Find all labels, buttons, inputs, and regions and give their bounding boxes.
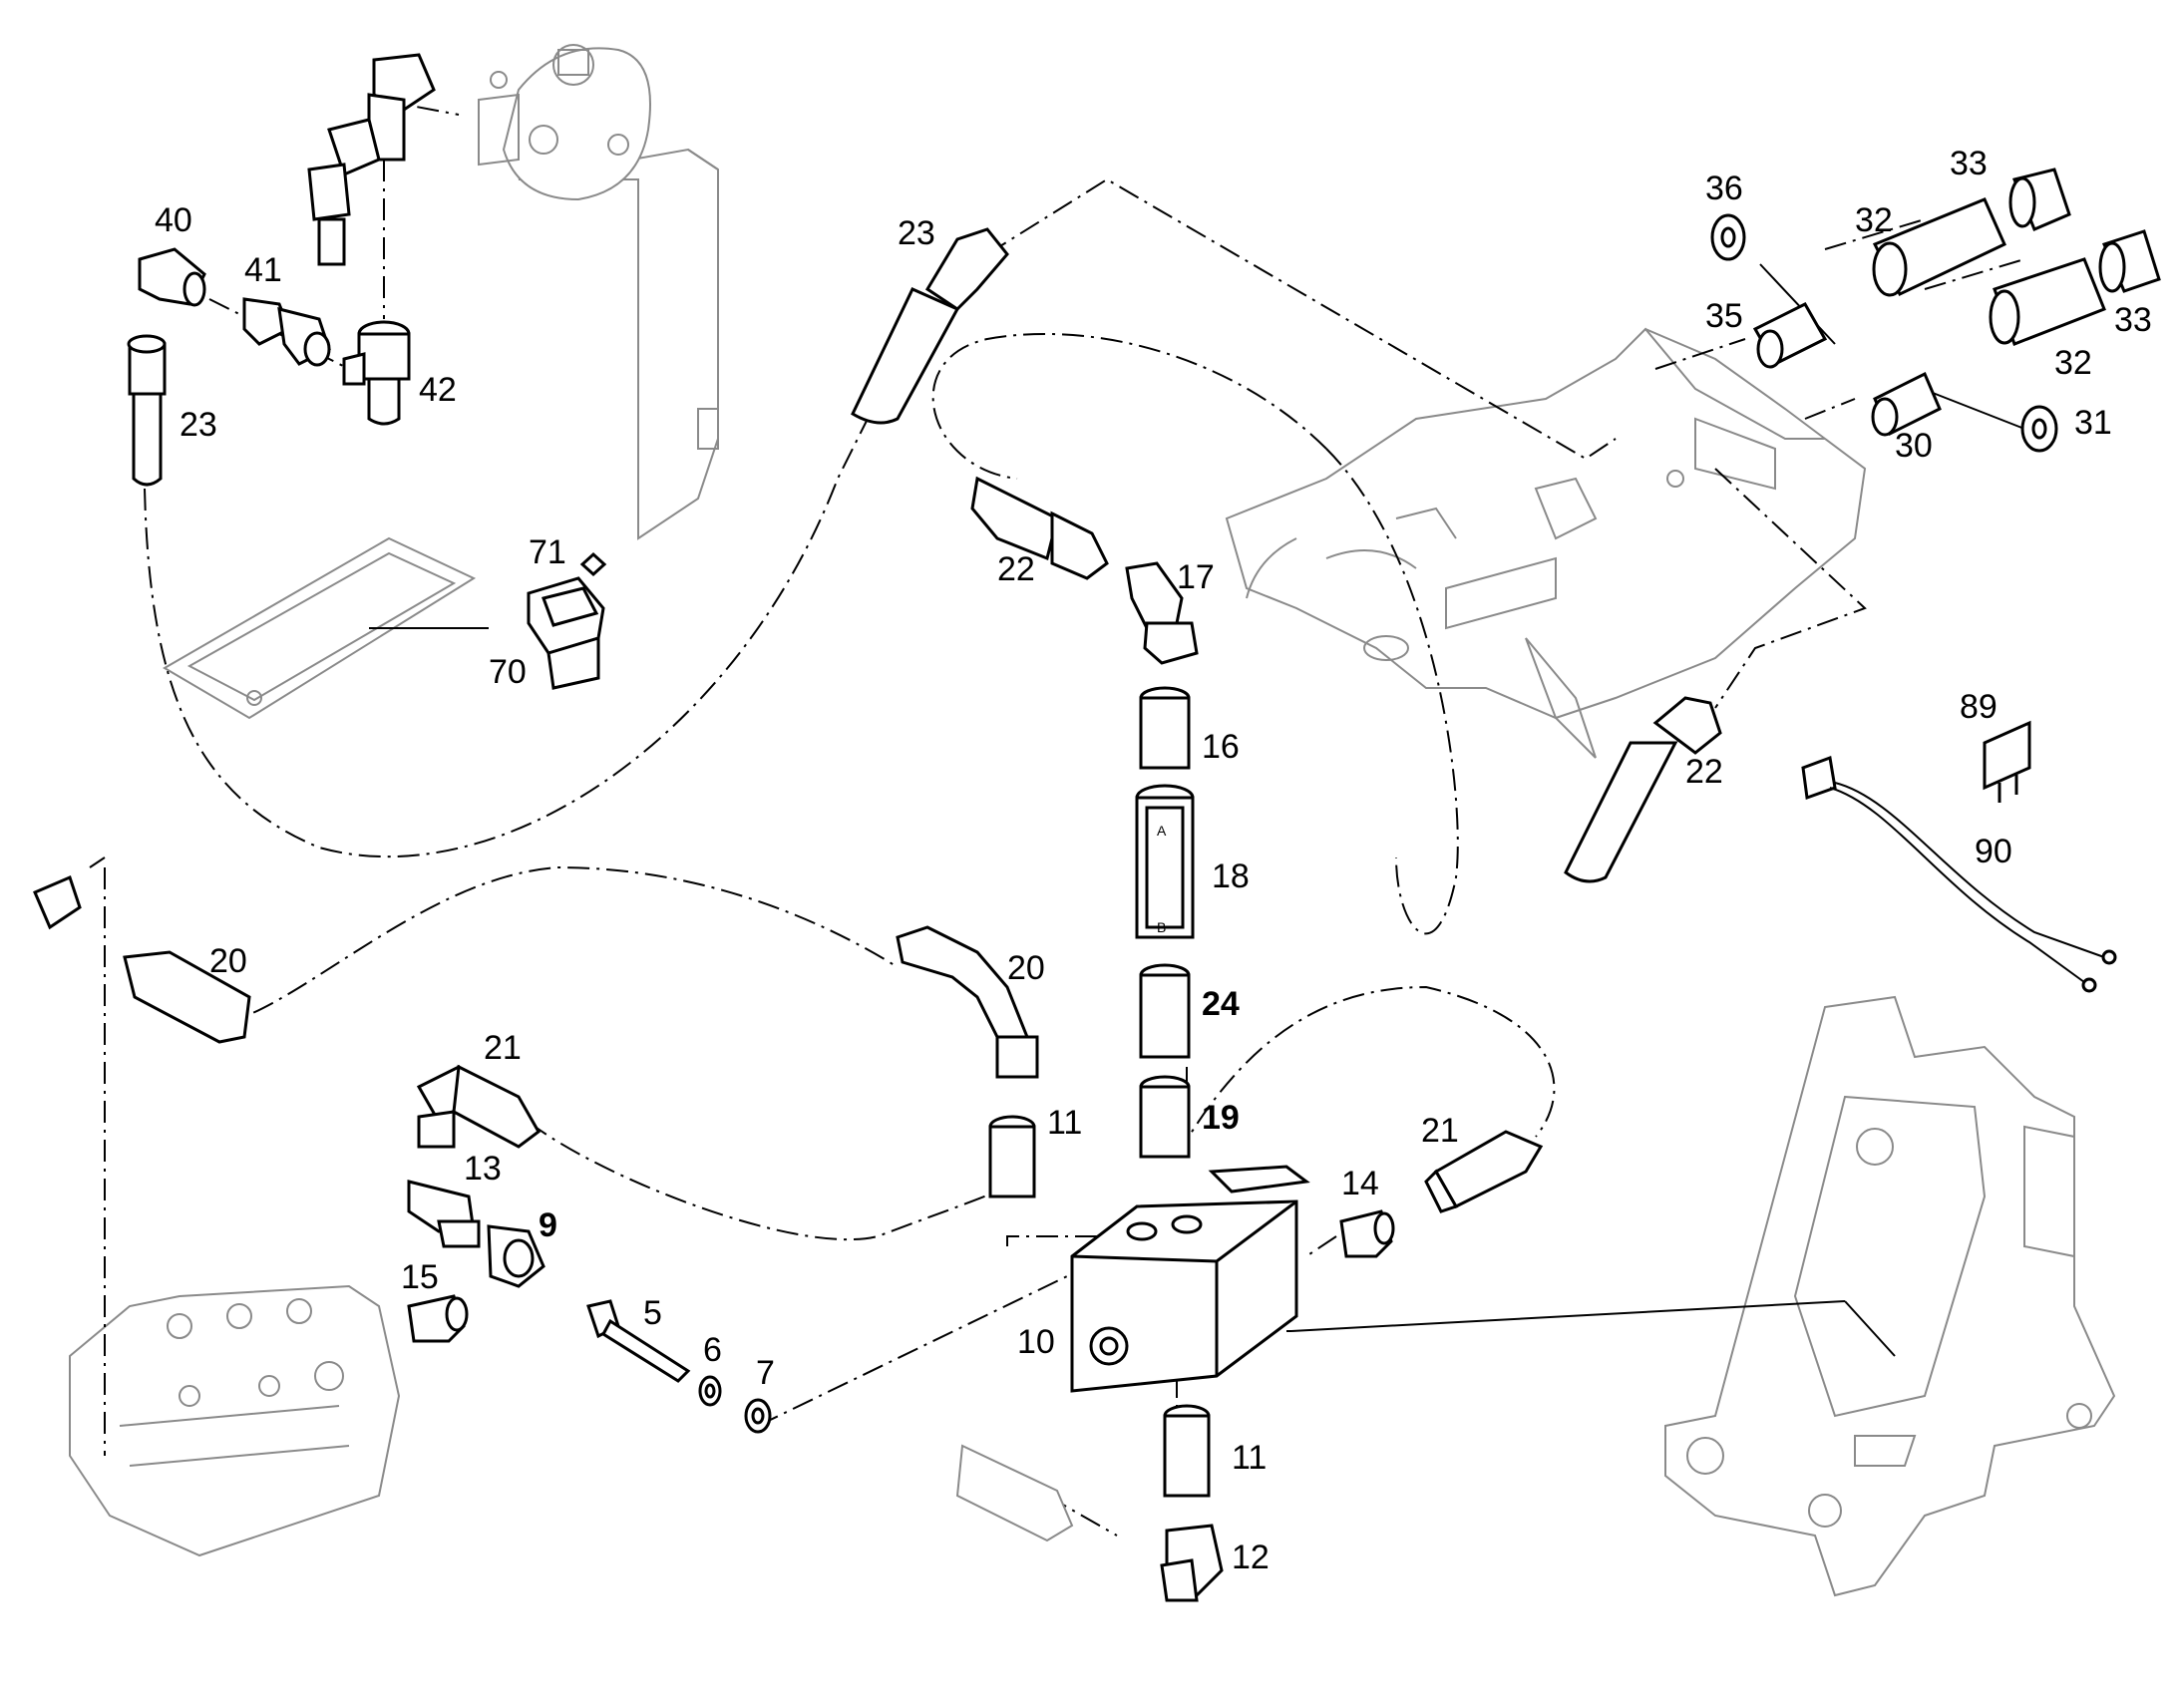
wiring-harness-90 [1801, 755, 2117, 993]
callout-23: 23 [180, 406, 217, 444]
callout-33: 33 [1950, 145, 1988, 182]
callout-90: 90 [1975, 833, 2012, 870]
hose-21-right [1424, 1130, 1544, 1213]
dust-cap-33-lower [2098, 229, 2161, 293]
leader-lines [369, 263, 2025, 1357]
washer-31 [2020, 405, 2058, 453]
callout-19: 19 [1202, 1099, 1240, 1137]
callout-18: 18 [1212, 857, 1250, 895]
hose-23-upper [851, 227, 1009, 425]
adapter-41 [242, 297, 331, 367]
callout-20: 20 [209, 942, 247, 980]
callout-89: 89 [1960, 688, 1998, 726]
callout-6: 6 [703, 1331, 722, 1369]
callout-12: 12 [1232, 1538, 1270, 1576]
callout-16: 16 [1202, 728, 1240, 766]
washer-36 [1710, 213, 1746, 261]
nipple-35 [1752, 302, 1828, 369]
callout-labels: 40 41 42 23 23 71 70 22 17 16 18 24 19 2… [155, 145, 2152, 1576]
callout-10: 10 [1017, 1323, 1055, 1361]
nipple-19 [1139, 1075, 1191, 1159]
control-panel-plate-ghost [163, 536, 477, 720]
callout-11: 11 [1232, 1439, 1267, 1477]
valve-port-label-a: A [1157, 823, 1167, 839]
washer-6 [698, 1375, 722, 1407]
callout-71: 71 [529, 533, 566, 571]
coupler-32-lower [1989, 257, 2106, 346]
tee-fitting-13 [407, 1180, 481, 1248]
hose-20-left [33, 874, 251, 1044]
callout-5: 5 [643, 1294, 662, 1332]
elbow-17 [1125, 561, 1199, 665]
hose-22-right [1564, 696, 1722, 883]
callout-22: 22 [1685, 753, 1723, 791]
elbow-12 [1160, 1524, 1224, 1602]
tee-fitting-42 [342, 320, 411, 426]
control-valve-block-ghost [69, 1284, 401, 1557]
adapter-14 [1339, 1209, 1395, 1258]
callout-7: 7 [756, 1354, 775, 1392]
loader-frame-ghost [1225, 327, 1867, 759]
bolt-5 [586, 1299, 691, 1383]
callout-14: 14 [1341, 1165, 1379, 1202]
callout-41: 41 [244, 251, 282, 289]
boom-tower-ghost [1664, 995, 2116, 1597]
hose-23-left [127, 334, 167, 487]
hose-lower-ghost [955, 1444, 1074, 1542]
callout-20: 20 [1007, 949, 1045, 987]
hose-22-center [970, 476, 1109, 580]
valve-port-label-b: B [1157, 919, 1166, 935]
nipple-30 [1871, 371, 1942, 437]
nipple-16 [1139, 686, 1191, 770]
hydraulic-tank-ghost [478, 44, 719, 540]
nipple-24 [1139, 963, 1191, 1059]
adapter-11-upper [988, 1115, 1036, 1198]
adapter-11-lower [1163, 1404, 1211, 1498]
callout-23: 23 [898, 214, 935, 252]
switch-lens-71 [579, 551, 607, 577]
nut-9 [487, 1224, 545, 1288]
coupler-32-upper [1872, 197, 2006, 297]
callout-24: 24 [1202, 985, 1240, 1023]
callout-15: 15 [401, 1258, 439, 1296]
callout-21: 21 [1421, 1112, 1459, 1150]
callout-13: 13 [464, 1150, 502, 1188]
callout-11: 11 [1047, 1104, 1082, 1142]
swivel-fitting-stack [307, 53, 436, 266]
elbow-fitting-40 [138, 247, 206, 307]
callout-70: 70 [489, 653, 527, 691]
hose-20-center [896, 925, 1039, 1079]
washer-7 [744, 1398, 772, 1434]
hose-21-left [416, 1064, 541, 1149]
callout-30: 30 [1895, 427, 1933, 465]
callout-36: 36 [1705, 170, 1743, 207]
callout-9: 9 [539, 1206, 557, 1244]
switch-70 [527, 576, 605, 690]
callout-31: 31 [2074, 404, 2112, 442]
adapter-15 [407, 1294, 469, 1343]
callout-21: 21 [484, 1029, 522, 1067]
callout-42: 42 [419, 371, 457, 409]
callout-32: 32 [2054, 344, 2092, 382]
dust-cap-33-upper [2008, 168, 2071, 231]
fuse-89 [1983, 720, 2031, 803]
manifold-block-10 [1070, 1165, 1310, 1393]
callout-32: 32 [1855, 201, 1893, 239]
callout-22: 22 [997, 550, 1035, 588]
callout-40: 40 [155, 201, 192, 239]
callout-35: 35 [1705, 297, 1743, 335]
callout-17: 17 [1177, 558, 1215, 596]
check-valve-18: A B [1135, 784, 1195, 939]
callout-33: 33 [2114, 301, 2152, 339]
